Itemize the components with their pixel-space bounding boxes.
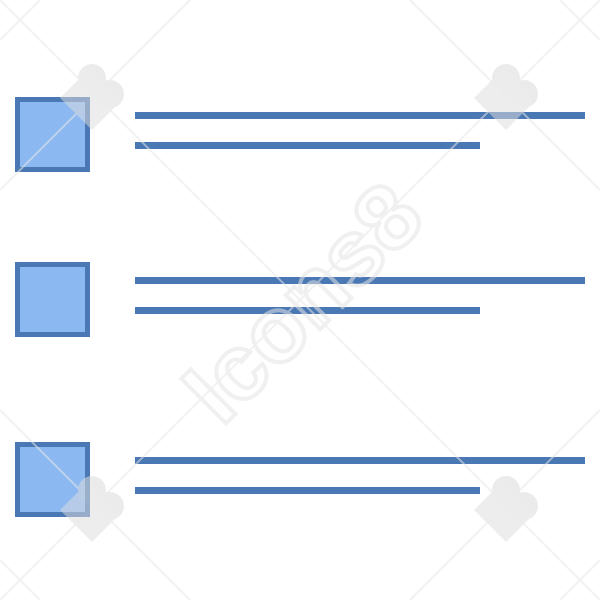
checkbox-1 (15, 97, 90, 172)
row-3-line-short (135, 487, 480, 494)
checkbox-3 (15, 442, 90, 517)
row-1-line-short (135, 142, 480, 149)
row-2-line-short (135, 307, 480, 314)
row-1-line-long (135, 112, 585, 119)
row-2-line-long (135, 277, 585, 284)
row-3-line-long (135, 457, 585, 464)
checkbox-2 (15, 262, 90, 337)
